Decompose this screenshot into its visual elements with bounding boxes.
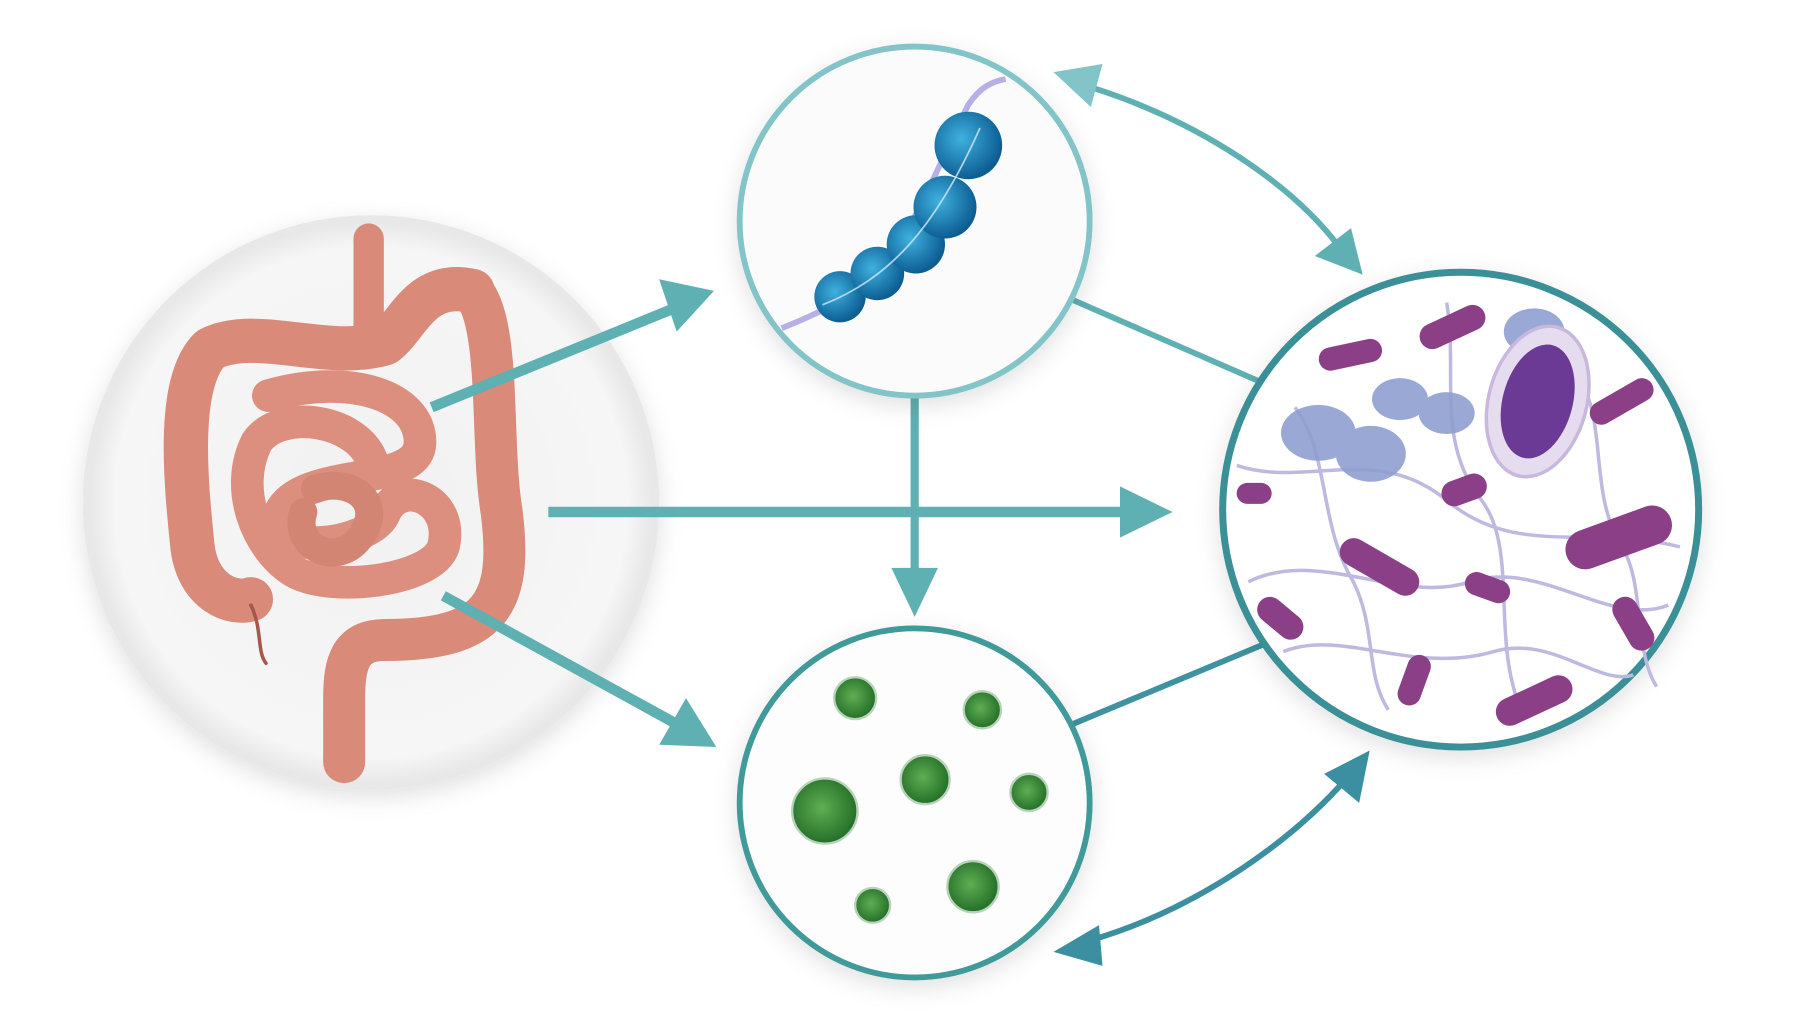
arrowhead [891,567,938,617]
arrowhead [659,698,717,748]
arrowhead [1120,486,1173,538]
mixed-microbiome-node [1219,268,1703,751]
arrows [429,64,1370,966]
link-bacteria-to-mixed [1072,297,1262,385]
arrowhead [659,279,714,332]
streptococcus-chain-icon [780,76,1007,331]
arrowhead [1053,925,1103,966]
double-arrow-viruses-mixed [1090,775,1350,944]
arrowhead [1324,750,1370,803]
virus-node [736,625,1093,981]
arrowhead [1314,228,1363,275]
gut-node [82,215,660,791]
spore-cell-icon [1484,324,1591,479]
virus-cluster-icon [791,676,1049,924]
intestine-icon [163,223,526,784]
bacteria-node [736,43,1093,399]
double-arrow-bacteria-mixed [1089,84,1345,252]
arrow-gut-to-viruses [440,591,686,732]
arrowhead [1053,64,1103,108]
arrow-gut-to-bacteria [429,300,685,413]
link-viruses-to-mixed [1072,640,1267,727]
rod-bacteria-icon [1236,304,1672,726]
